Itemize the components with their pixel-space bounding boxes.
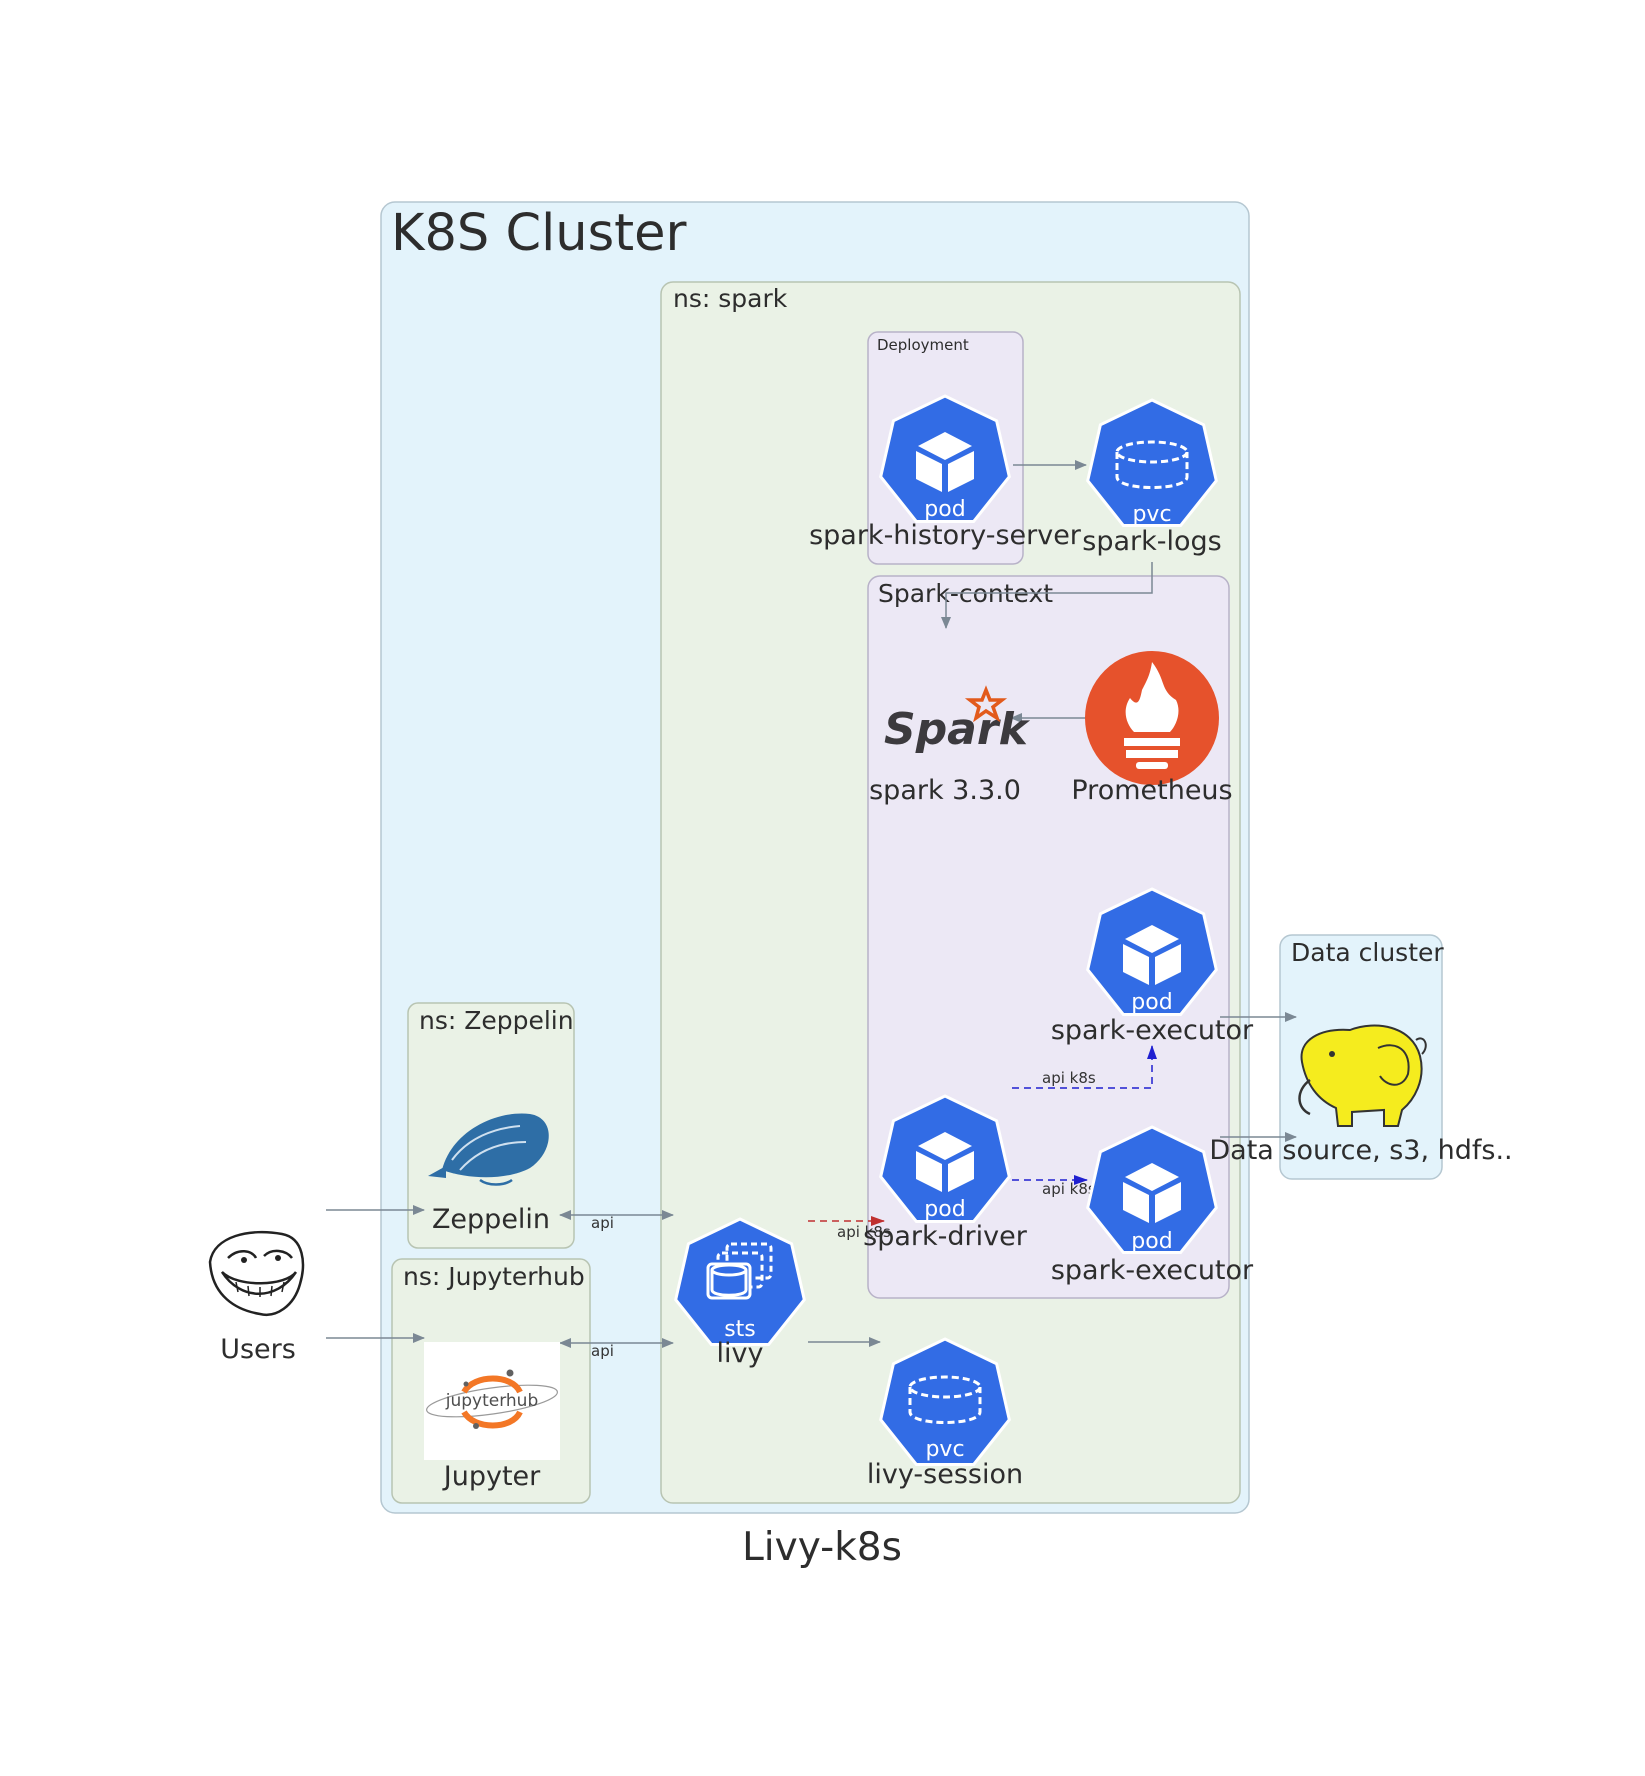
spark-logs-label: spark-logs	[1082, 526, 1221, 557]
deployment-title: Deployment	[877, 336, 969, 354]
volume-icon	[908, 1375, 982, 1424]
driver-kind-label: pod	[924, 1197, 965, 1222]
spark-executor-node: pod spark-executor	[1051, 887, 1254, 1046]
spark-logo-icon: Spark	[884, 704, 1031, 755]
livy-session-node: pvc livy-session	[867, 1337, 1023, 1490]
spark-executor-node: pod spark-executor	[1051, 1125, 1254, 1286]
spark-history-server-node: pod spark-history-server	[809, 394, 1082, 551]
edges: api api api k8s api k8s api k8s	[326, 460, 1297, 1360]
driver-label: spark-driver	[863, 1221, 1028, 1252]
edge-label-jupyter-livy: api	[591, 1342, 614, 1360]
users-label: Users	[220, 1334, 296, 1365]
volume-icon	[1115, 440, 1189, 489]
livy-label: livy	[717, 1338, 764, 1369]
zeppelin-airship-icon	[428, 1113, 549, 1186]
edge-label-driver-executor2: api k8s	[1042, 1180, 1096, 1198]
history-server-label: spark-history-server	[809, 520, 1082, 551]
k8s-pvc-icon	[879, 1337, 1011, 1466]
k8s-cluster-title: K8S Cluster	[391, 204, 687, 263]
jupyter-label: Jupyter	[442, 1461, 541, 1492]
ns-zeppelin-title: ns: Zeppelin	[419, 1006, 574, 1035]
pod-cube-icon	[916, 1132, 974, 1192]
ns-jupyterhub-title: ns: Jupyterhub	[403, 1262, 585, 1291]
data-source-label: Data source, s3, hdfs..	[1209, 1135, 1512, 1166]
spark-label: spark 3.3.0	[869, 775, 1021, 806]
executor1-label: spark-executor	[1051, 1015, 1254, 1046]
spark-driver-node: pod spark-driver	[863, 1094, 1028, 1252]
jupyter-node: jupyterhub Jupyter	[424, 1342, 560, 1492]
edge-label-driver-executor1: api k8s	[1042, 1069, 1096, 1087]
livy-session-label: livy-session	[867, 1459, 1023, 1490]
zeppelin-node: Zeppelin	[428, 1113, 550, 1235]
spark-logs-kind-label: pvc	[1132, 502, 1171, 527]
prometheus-label: Prometheus	[1071, 775, 1232, 806]
diagram-title: Livy-k8s	[742, 1525, 902, 1570]
pod-cube-icon	[916, 432, 974, 492]
edge-logs-spark	[941, 562, 1153, 629]
data-cluster-title: Data cluster	[1291, 938, 1444, 967]
zeppelin-label: Zeppelin	[432, 1204, 550, 1235]
executor1-kind-label: pod	[1131, 990, 1172, 1015]
pod-cube-icon	[1123, 925, 1181, 985]
edge-label-livy-driver: api k8s	[837, 1223, 891, 1241]
ns-spark-title: ns: spark	[673, 284, 788, 313]
livy-node: sts livy	[674, 1217, 806, 1369]
pod-cube-icon	[1123, 1163, 1181, 1223]
executor2-label: spark-executor	[1051, 1255, 1254, 1286]
users-node: Users	[208, 1230, 305, 1365]
data-source-node: Data source, s3, hdfs..	[1209, 1024, 1513, 1166]
history-server-kind-label: pod	[924, 497, 965, 522]
spark-star-icon	[964, 685, 1008, 723]
edge-label-zeppelin-livy: api	[591, 1214, 614, 1232]
jupyterhub-logo-text: jupyterhub	[445, 1391, 539, 1411]
troll-face-icon	[208, 1230, 305, 1317]
hadoop-elephant-icon	[1298, 1024, 1427, 1127]
spark-logs-node: pvc spark-logs	[1082, 398, 1222, 557]
edge-driver-executor1	[1012, 1045, 1157, 1089]
spark-node: Spark spark 3.3.0	[869, 685, 1031, 806]
livy-session-kind-label: pvc	[925, 1437, 964, 1462]
executor2-kind-label: pod	[1131, 1229, 1172, 1254]
sts-stack-icon	[706, 1242, 773, 1300]
jupyterhub-logo-icon	[424, 1342, 560, 1460]
livy-kind-label: sts	[724, 1317, 756, 1342]
prometheus-node: Prometheus	[1071, 651, 1233, 806]
